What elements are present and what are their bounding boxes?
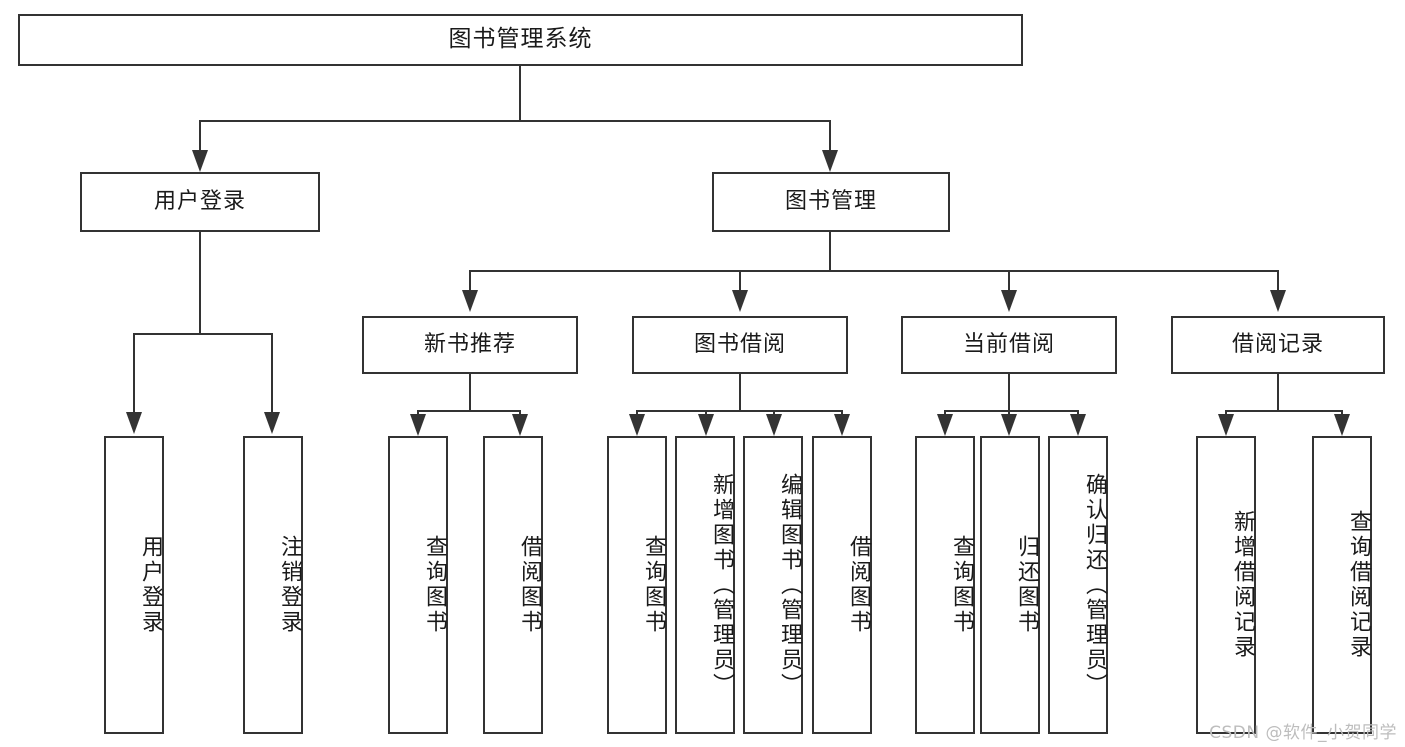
connector-current-stem [1008,374,1010,410]
connector-borrow-to-leaf3 [773,410,775,416]
node-label: 新书推荐 [423,331,516,357]
connector-borrow-to-leaf1 [636,410,638,416]
connector-bookmgmt-to-l2-2 [739,270,741,290]
arrow-root-to-login-icon [192,150,208,172]
leaf-logout-login[interactable]: 注销登录 [243,436,303,734]
arrow-current-to-leaf3-icon [1070,414,1086,436]
connector-current-to-leaf3 [1077,410,1079,416]
connector-bookmgmt-bar [469,270,1279,272]
node-label: 查询图书 [949,535,974,635]
arrow-borrow-to-leaf1-icon [629,414,645,436]
connector-borrow-to-leaf2 [705,410,707,416]
arrow-root-to-bookmgmt-icon [822,150,838,172]
node-book-borrow[interactable]: 图书借阅 [632,316,848,374]
connector-borrow-to-leaf4 [841,410,843,416]
connector-root-bar [199,120,831,122]
node-label: 查询借阅记录 [1346,510,1371,660]
leaf-user-login[interactable]: 用户登录 [104,436,164,734]
connector-login-stem [199,232,201,333]
connector-borrow-bar [636,410,843,412]
node-label: 确认归还（管理员） [1082,472,1107,698]
arrow-record-to-leaf2-icon [1334,414,1350,436]
node-label: 借阅图书 [846,535,871,635]
arrow-bookmgmt-to-l2-2-icon [732,290,748,312]
connector-login-to-leaf2 [271,333,273,412]
node-label: 图书借阅 [693,331,786,357]
arrow-recommend-to-leaf1-icon [410,414,426,436]
arrow-borrow-to-leaf4-icon [834,414,850,436]
arrow-bookmgmt-to-l2-3-icon [1001,290,1017,312]
node-label: 借阅记录 [1231,331,1324,357]
node-label: 用户登录 [153,188,246,214]
connector-recommend-to-leaf2 [519,410,521,416]
connector-login-to-leaf1 [133,333,135,412]
connector-current-to-leaf1 [944,410,946,416]
node-label: 编辑图书（管理员） [777,472,802,698]
node-label: 新增借阅记录 [1230,510,1255,660]
arrow-bookmgmt-to-l2-4-icon [1270,290,1286,312]
connector-record-bar [1225,410,1343,412]
node-label: 查询图书 [422,535,447,635]
node-user-login[interactable]: 用户登录 [80,172,320,232]
connector-recommend-stem [469,374,471,410]
connector-record-to-leaf2 [1341,410,1343,416]
node-root-system[interactable]: 图书管理系统 [18,14,1023,66]
connector-record-stem [1277,374,1279,410]
node-label: 查询图书 [641,535,666,635]
arrow-current-to-leaf1-icon [937,414,953,436]
arrow-bookmgmt-to-l2-1-icon [462,290,478,312]
leaf-borrow-edit-book-admin[interactable]: 编辑图书（管理员） [743,436,803,734]
arrow-borrow-to-leaf2-icon [698,414,714,436]
arrow-login-to-leaf2-icon [264,412,280,434]
connector-login-bar [133,333,273,335]
node-label: 当前借阅 [962,331,1055,357]
connector-current-bar [944,410,1079,412]
node-new-book-recommend[interactable]: 新书推荐 [362,316,578,374]
connector-borrow-stem [739,374,741,410]
node-label: 新增图书（管理员） [709,472,734,698]
leaf-current-return-book[interactable]: 归还图书 [980,436,1040,734]
leaf-record-add-borrow-record[interactable]: 新增借阅记录 [1196,436,1256,734]
node-label: 借阅图书 [517,535,542,635]
leaf-recommend-query-book[interactable]: 查询图书 [388,436,448,734]
connector-root-to-login [199,120,201,150]
leaf-recommend-borrow-book[interactable]: 借阅图书 [483,436,543,734]
node-book-management[interactable]: 图书管理 [712,172,950,232]
connector-recommend-to-leaf1 [417,410,419,416]
connector-root-stem [519,66,521,120]
leaf-record-query-borrow-record[interactable]: 查询借阅记录 [1312,436,1372,734]
connector-bookmgmt-to-l2-3 [1008,270,1010,290]
leaf-borrow-query-book[interactable]: 查询图书 [607,436,667,734]
arrow-record-to-leaf1-icon [1218,414,1234,436]
arrow-current-to-leaf2-icon [1001,414,1017,436]
arrow-borrow-to-leaf3-icon [766,414,782,436]
node-label: 注销登录 [277,535,302,635]
connector-record-to-leaf1 [1225,410,1227,416]
watermark-text: CSDN @软件_小贺同学 [1209,723,1397,743]
arrow-recommend-to-leaf2-icon [512,414,528,436]
connector-bookmgmt-to-l2-1 [469,270,471,290]
node-label: 图书管理 [784,188,877,214]
connector-bookmgmt-to-l2-4 [1277,270,1279,290]
connector-root-to-bookmgmt [829,120,831,150]
node-label: 用户登录 [138,535,163,635]
node-current-borrow[interactable]: 当前借阅 [901,316,1117,374]
leaf-borrow-add-book-admin[interactable]: 新增图书（管理员） [675,436,735,734]
arrow-login-to-leaf1-icon [126,412,142,434]
connector-recommend-bar [417,410,521,412]
node-label: 归还图书 [1014,535,1039,635]
node-borrow-record[interactable]: 借阅记录 [1171,316,1385,374]
node-label: 图书管理系统 [448,26,593,53]
connector-current-to-leaf2 [1008,410,1010,416]
leaf-borrow-borrow-book[interactable]: 借阅图书 [812,436,872,734]
leaf-current-confirm-return-admin[interactable]: 确认归还（管理员） [1048,436,1108,734]
leaf-current-query-book[interactable]: 查询图书 [915,436,975,734]
connector-bookmgmt-stem [829,232,831,270]
